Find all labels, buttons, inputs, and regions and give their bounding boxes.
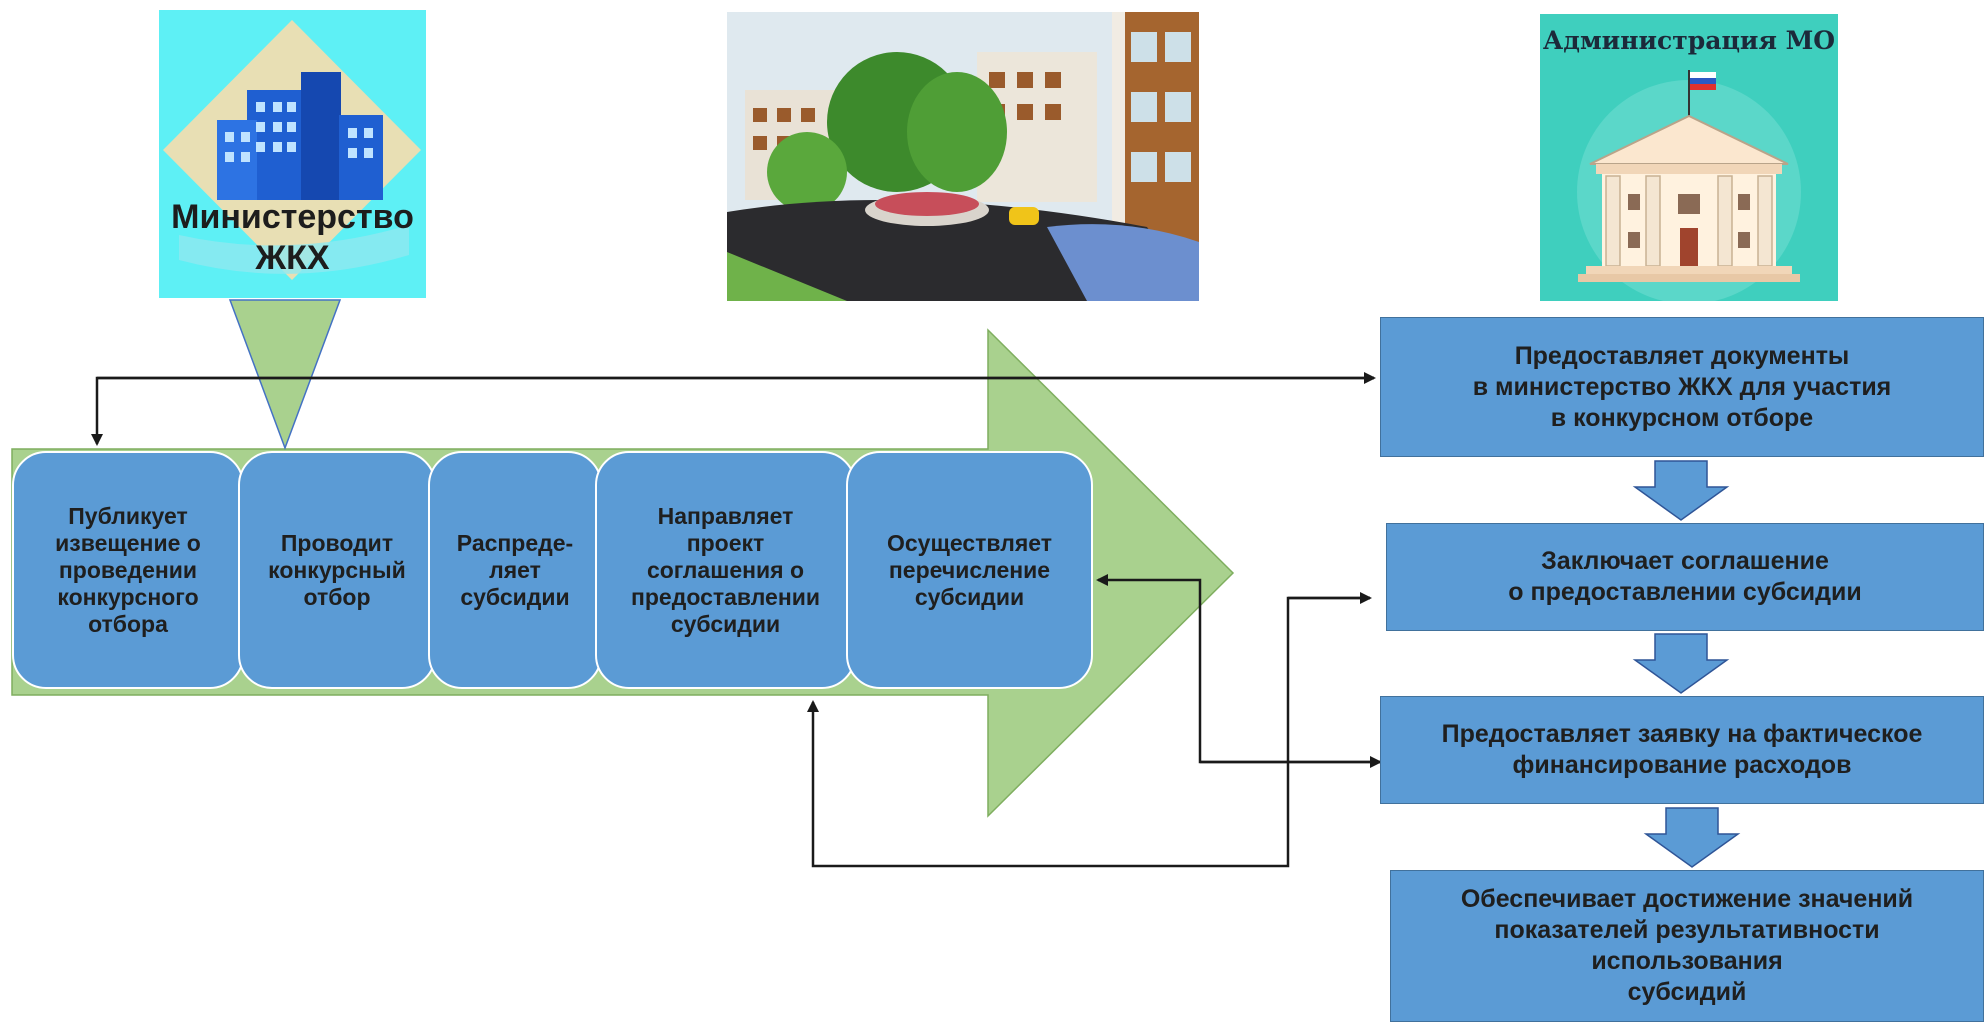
government-building-icon <box>1577 70 1801 301</box>
step-publish-notice: Публикует извещение о проведении конкурс… <box>12 451 244 689</box>
ministry-logo-line2: ЖКХ <box>255 239 330 277</box>
administration-logo-title: Администрация МО <box>1542 26 1836 55</box>
step-distribute-subsidies: Распреде- ляет субсидии <box>428 451 602 689</box>
courtyard-photo <box>727 12 1199 301</box>
step-transfer-subsidy: Осуществляет перечисление субсидии <box>846 451 1093 689</box>
admin-submit-documents: Предоставляет документы в министерство Ж… <box>1380 317 1984 457</box>
down-arrow-2 <box>1632 633 1730 694</box>
admin-conclude-agreement: Заключает соглашение о предоставлении су… <box>1386 523 1984 631</box>
ministry-logo: Министерство ЖКХ <box>159 10 426 298</box>
admin-submit-financing-request: Предоставляет заявку на фактическое фина… <box>1380 696 1984 804</box>
step-send-draft-agreement: Направляет проект соглашения о предостав… <box>595 451 856 689</box>
courtyard-illustration <box>727 12 1199 301</box>
administration-logo: Администрация МО <box>1540 14 1838 301</box>
buildings-icon <box>163 20 421 280</box>
step-conduct-selection: Проводит конкурсный отбор <box>238 451 436 689</box>
admin-ensure-performance-indicators: Обеспечивает достижение значений показат… <box>1390 870 1984 1022</box>
down-arrow-3 <box>1643 807 1741 868</box>
down-arrow-1 <box>1632 460 1730 521</box>
ministry-logo-line1: Министерство <box>171 198 414 236</box>
ministry-funnel-triangle <box>228 299 342 451</box>
